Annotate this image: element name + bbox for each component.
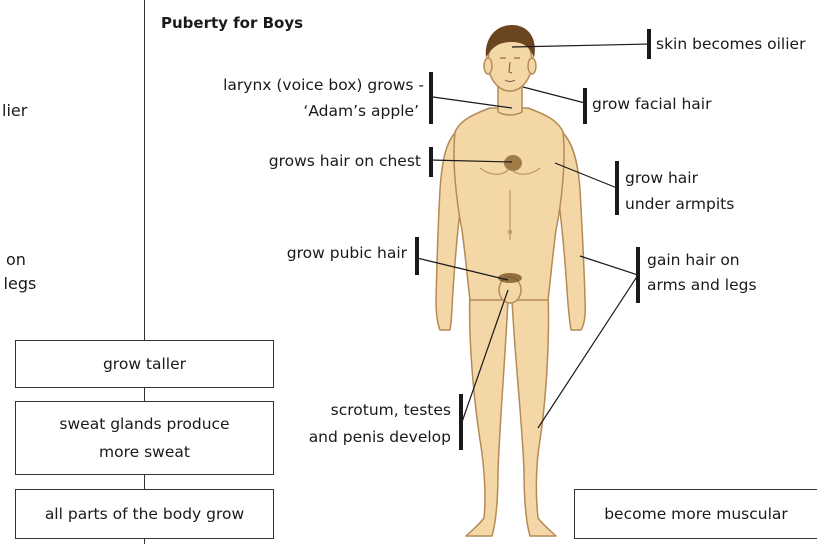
scrotum-label-bar (459, 394, 463, 450)
pubic-hair-label-bar (415, 237, 419, 275)
arms-legs-label-bar (636, 247, 640, 303)
chest-hair-label-bar (429, 147, 433, 177)
box-more-muscular: become more muscular (574, 489, 817, 539)
box-sweat-line1: sweat glands produce (59, 410, 229, 438)
facial-hair-label-bar (583, 88, 587, 124)
label-arms-legs-line1: gain hair on (647, 248, 740, 273)
label-larynx-line2: ‘Adam’s apple’ (303, 99, 419, 124)
skin-label-bar (647, 29, 651, 59)
label-facial-hair: grow facial hair (592, 92, 711, 117)
armpit-label-bar (615, 161, 619, 215)
larynx-label-bar (429, 72, 433, 124)
box-sweat-glands: sweat glands produce more sweat (15, 401, 274, 475)
label-scrotum-line1: scrotum, testes (331, 398, 451, 423)
box-sweat-line2: more sweat (99, 438, 190, 466)
box-grow-taller-text: grow taller (103, 350, 186, 378)
body-outline (436, 33, 585, 536)
box-muscular-text: become more muscular (604, 500, 788, 528)
label-armpits-line2: under armpits (625, 192, 734, 217)
chest-hair (504, 155, 522, 171)
label-larynx-line1: larynx (voice box) grows - (223, 73, 424, 98)
label-skin-oilier: skin becomes oilier (656, 32, 805, 57)
label-armpits-line1: grow hair (625, 166, 698, 191)
label-chest-hair: grows hair on chest (269, 149, 421, 174)
label-pubic-hair: grow pubic hair (287, 241, 407, 266)
box-all-parts-grow: all parts of the body grow (15, 489, 274, 539)
box-all-parts-text: all parts of the body grow (45, 500, 244, 528)
label-scrotum-line2: and penis develop (309, 425, 451, 450)
box-grow-taller: grow taller (15, 340, 274, 388)
label-arms-legs-line2: arms and legs (647, 273, 757, 298)
